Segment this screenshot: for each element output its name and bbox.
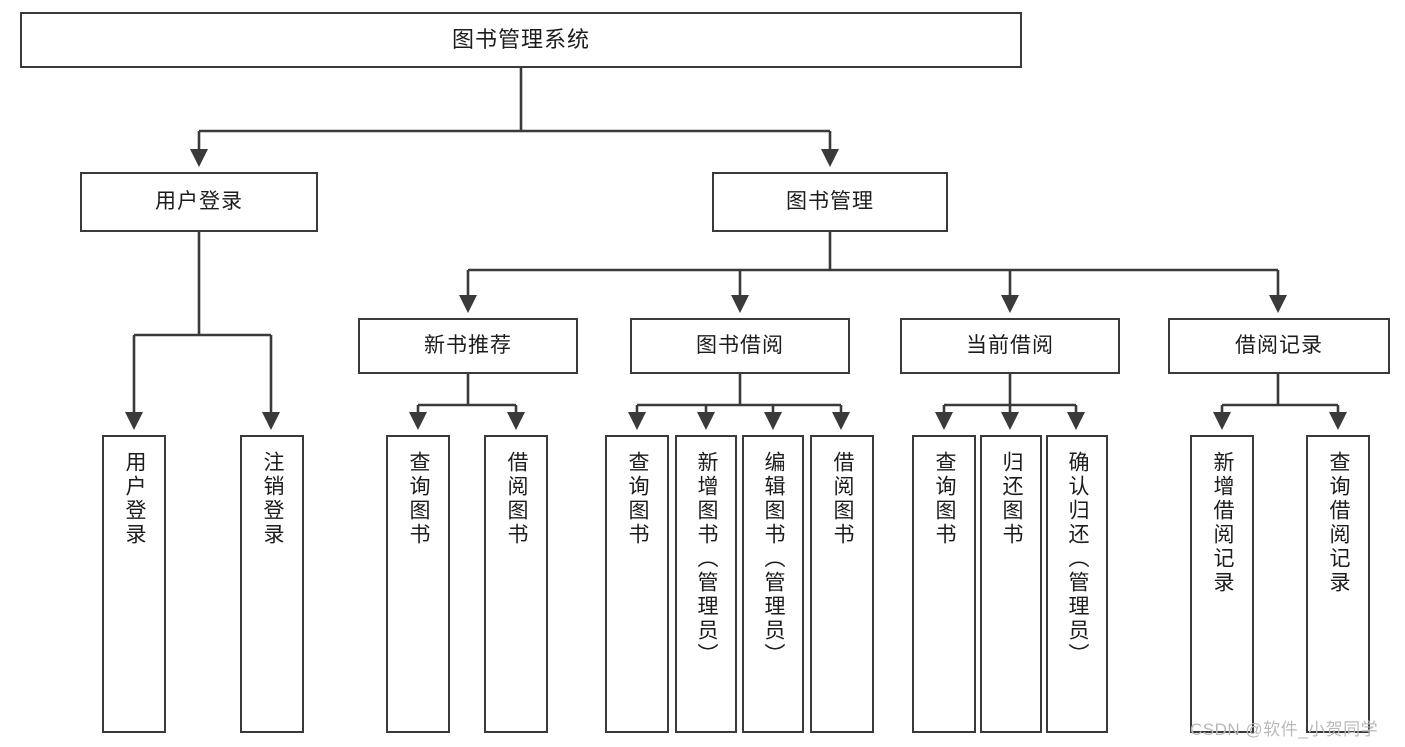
node-label: 图书管理 (786, 190, 874, 214)
node-borrow-record[interactable]: 借阅记录 (1168, 318, 1390, 374)
node-root-system[interactable]: 图书管理系统 (20, 12, 1022, 68)
node-label: 新增图书（管理员） (695, 451, 719, 667)
node-new-book-recommend[interactable]: 新书推荐 (358, 318, 578, 374)
node-label: 借阅图书 (831, 451, 855, 547)
node-book-manage[interactable]: 图书管理 (712, 172, 948, 232)
node-label: 确认归还（管理员） (1066, 451, 1090, 667)
node-label: 图书管理系统 (451, 26, 590, 52)
node-label: 查询图书 (407, 451, 431, 547)
node-book-borrow[interactable]: 图书借阅 (630, 318, 850, 374)
node-label: 注销登录 (261, 451, 285, 547)
node-label: 新书推荐 (424, 334, 512, 358)
node-label: 新增借阅记录 (1211, 451, 1235, 595)
node-leaf-add-book[interactable]: 新增图书（管理员） (675, 435, 737, 733)
node-label: 当前借阅 (966, 334, 1054, 358)
node-label: 查询图书 (933, 451, 957, 547)
node-label: 编辑图书（管理员） (762, 451, 786, 667)
node-label: 用户登录 (155, 190, 243, 214)
node-label: 借阅记录 (1235, 334, 1323, 358)
node-leaf-return-book[interactable]: 归还图书 (980, 435, 1042, 733)
node-leaf-query-book-2[interactable]: 查询图书 (605, 435, 669, 733)
node-user-login[interactable]: 用户登录 (80, 172, 318, 232)
node-leaf-confirm-return[interactable]: 确认归还（管理员） (1046, 435, 1108, 733)
node-leaf-user-logout[interactable]: 注销登录 (240, 435, 304, 733)
node-leaf-edit-book[interactable]: 编辑图书（管理员） (742, 435, 804, 733)
node-label: 用户登录 (123, 451, 147, 547)
node-current-borrow[interactable]: 当前借阅 (900, 318, 1120, 374)
node-label: 借阅图书 (505, 451, 529, 547)
node-label: 图书借阅 (696, 334, 784, 358)
csdn-watermark: CSDN @软件_小贺同学 (1190, 720, 1379, 739)
node-leaf-borrow-book-2[interactable]: 借阅图书 (810, 435, 874, 733)
node-leaf-query-book-1[interactable]: 查询图书 (386, 435, 450, 733)
node-leaf-query-record[interactable]: 查询借阅记录 (1306, 435, 1370, 733)
node-label: 归还图书 (1000, 451, 1024, 547)
node-leaf-borrow-book-1[interactable]: 借阅图书 (484, 435, 548, 733)
node-leaf-add-record[interactable]: 新增借阅记录 (1190, 435, 1254, 733)
node-leaf-user-login[interactable]: 用户登录 (102, 435, 166, 733)
node-leaf-query-book-3[interactable]: 查询图书 (912, 435, 976, 733)
node-label: 查询借阅记录 (1327, 451, 1351, 595)
node-label: 查询图书 (626, 451, 650, 547)
